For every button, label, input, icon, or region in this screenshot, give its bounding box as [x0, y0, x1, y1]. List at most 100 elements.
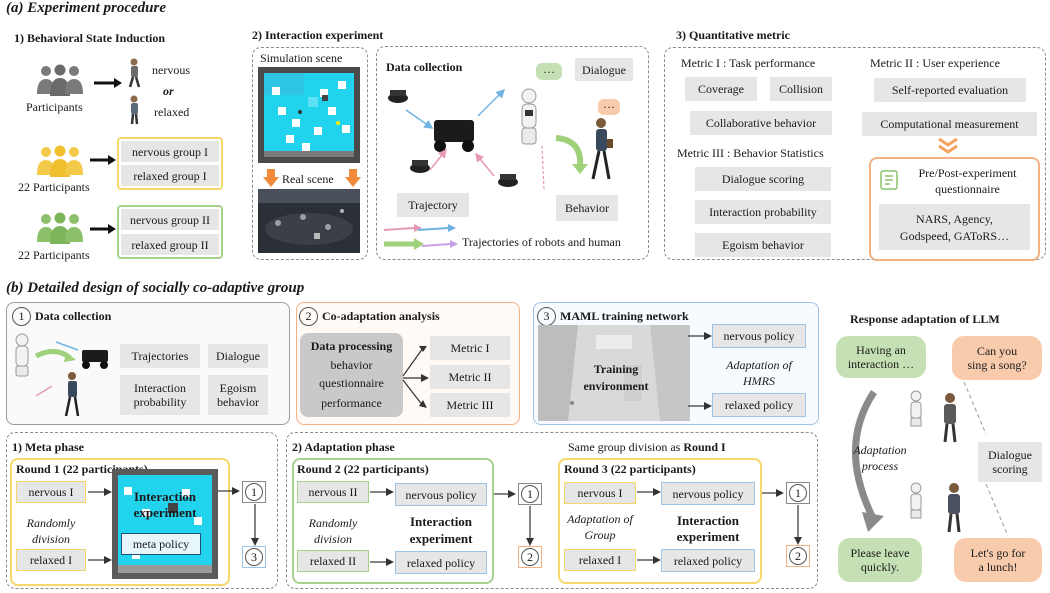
questionnaire-items-2: Godspeed, GAToRS… [899, 228, 1010, 243]
meta-phase-panel [6, 432, 278, 589]
same-group-note-bold: Round I [683, 440, 726, 454]
round3-nervous-policy: nervous policy [661, 482, 755, 505]
policy-arrows [688, 332, 712, 410]
output-3-box: 3 [242, 546, 266, 568]
real-scene-label: Real scene [282, 172, 334, 186]
down-arrow-icon [526, 506, 534, 546]
output-1-box: 1 [242, 481, 266, 503]
round1-arrows [88, 488, 112, 564]
llm-dialogue-scoring: Dialogue scoring [978, 442, 1042, 482]
training-env-label-2: environment [583, 379, 649, 393]
round1-division-1: Randomly [26, 516, 76, 530]
metric-dialogue-scoring: Dialogue scoring [695, 167, 831, 191]
metric1-title: Metric I : Task performance [681, 56, 816, 70]
dc-trajectories: Trajectories [120, 344, 200, 368]
round2-relaxed-policy: relaxed policy [395, 551, 487, 574]
round2-output-1-box: 1 [518, 483, 542, 505]
llm-bubble-3-line1: Please leave [850, 546, 910, 560]
group-a-count: 22 Participants [18, 180, 90, 194]
step2-title: 2) Interaction experiment [252, 28, 384, 42]
arrow-right-icon [218, 487, 240, 495]
participants-icon [37, 64, 83, 96]
round2-nervous: nervous II [297, 481, 369, 503]
nervous-group-2: nervous group II [121, 209, 219, 230]
meta-phase-title: 1) Meta phase [12, 440, 84, 454]
arrow-right-icon [90, 224, 116, 234]
state-or: or [163, 84, 174, 98]
down-arrow-icon [345, 169, 361, 187]
dc-dialogue: Dialogue [208, 344, 268, 368]
trajectory-box: Trajectory [397, 193, 469, 217]
round1-division-2: division [32, 532, 70, 546]
llm-process-1: Adaptation [853, 443, 907, 457]
round3-arrows [637, 488, 661, 564]
llm-adaptation-figure [852, 381, 1009, 537]
llm-bubble-1: Having an interaction … [836, 336, 926, 378]
round3-nervous: nervous I [564, 482, 636, 504]
real-scene-photo [258, 189, 360, 253]
llm-bubble-2: Can you sing a song? [952, 336, 1042, 380]
round3-experiment-1: Interaction [676, 513, 740, 528]
metric-panel [664, 47, 1046, 260]
adaptation-phase-panel [286, 432, 818, 589]
meta-policy-box: meta policy [121, 533, 201, 555]
questionnaire-items-1: NARS, Agency, [916, 211, 993, 226]
questionnaire-items: NARS, Agency, Godspeed, GAToRS… [879, 204, 1030, 250]
simulation-scene-label: Simulation scene [260, 51, 343, 65]
metric-self-reported: Self-reported evaluation [874, 78, 1026, 102]
round1-nervous: nervous I [16, 481, 86, 503]
round2-division-2: division [314, 532, 352, 546]
interaction-experiment-map [112, 469, 218, 579]
round2-output-2-box: 2 [518, 546, 542, 568]
round3-output-1-box: 1 [786, 482, 810, 504]
speech-bubble-green: ··· [536, 63, 562, 80]
simulation-map [258, 67, 360, 163]
walking-person-icon [128, 58, 141, 88]
round3-output-1: 1 [789, 484, 807, 502]
data-collection-panel [376, 46, 649, 260]
trajectory-legend-label: Trajectories of robots and human [462, 235, 621, 249]
output-3: 3 [245, 548, 263, 566]
dialogue-box: Dialogue [575, 58, 633, 81]
nervous-group-1: nervous group I [121, 141, 219, 162]
checklist-icon [880, 170, 898, 190]
scene-panel [252, 47, 368, 260]
down-arrow-icon [794, 505, 802, 545]
metric-interaction-probability: Interaction probability [695, 200, 831, 224]
group-a-box: nervous group I relaxed group I [117, 137, 223, 190]
llm-scoring-2: scoring [992, 462, 1028, 476]
llm-bubble-2-line2: sing a song? [967, 358, 1027, 372]
metric-collaborative-behavior: Collaborative behavior [690, 111, 832, 135]
processing-questionnaire: questionnaire [319, 376, 384, 390]
round2-experiment-1: Interaction [409, 514, 473, 529]
data-processing-box [300, 333, 403, 417]
step3-title: 3) Quantitative metric [676, 28, 790, 42]
round3-relaxed: relaxed I [564, 549, 636, 571]
section-b-title: (b) Detailed design of socially co-adapt… [6, 280, 305, 296]
llm-bubble-4-line1: Let's go for [970, 546, 1026, 560]
behavior-box: Behavior [556, 195, 618, 221]
speech-bubble-orange: ··· [598, 99, 620, 115]
participants-label: Participants [26, 100, 83, 114]
round3-division-2: Group [584, 528, 616, 542]
questionnaire-title-1: Pre/Post-experiment [918, 166, 1017, 180]
dc-egoism-behavior: Egoism behavior [208, 375, 268, 415]
double-chevron-down-icon [938, 137, 958, 154]
maml-adapt-label-2: HMRS [743, 374, 775, 388]
metric-collision: Collision [770, 77, 832, 101]
llm-bubble-1-line1: Having an [856, 343, 906, 357]
maml-nervous-policy: nervous policy [712, 324, 806, 348]
llm-bubble-2-line1: Can you [976, 344, 1018, 358]
data-processing-title: Data processing [310, 339, 393, 353]
llm-process-2: process [861, 459, 899, 473]
llm-bubble-4: Let's go for a lunch! [954, 538, 1042, 582]
round3-relaxed-policy: relaxed policy [661, 549, 755, 572]
training-env-label-1: Training [593, 362, 639, 376]
down-arrow-icon [263, 169, 279, 187]
state-nervous: nervous [152, 63, 190, 77]
metric2-title: Metric II : User experience [870, 56, 1000, 70]
round2-nervous-policy: nervous policy [395, 483, 487, 506]
step-number: 3 [537, 307, 556, 326]
metric-coverage: Coverage [685, 77, 757, 101]
walking-human-icon [591, 118, 613, 180]
